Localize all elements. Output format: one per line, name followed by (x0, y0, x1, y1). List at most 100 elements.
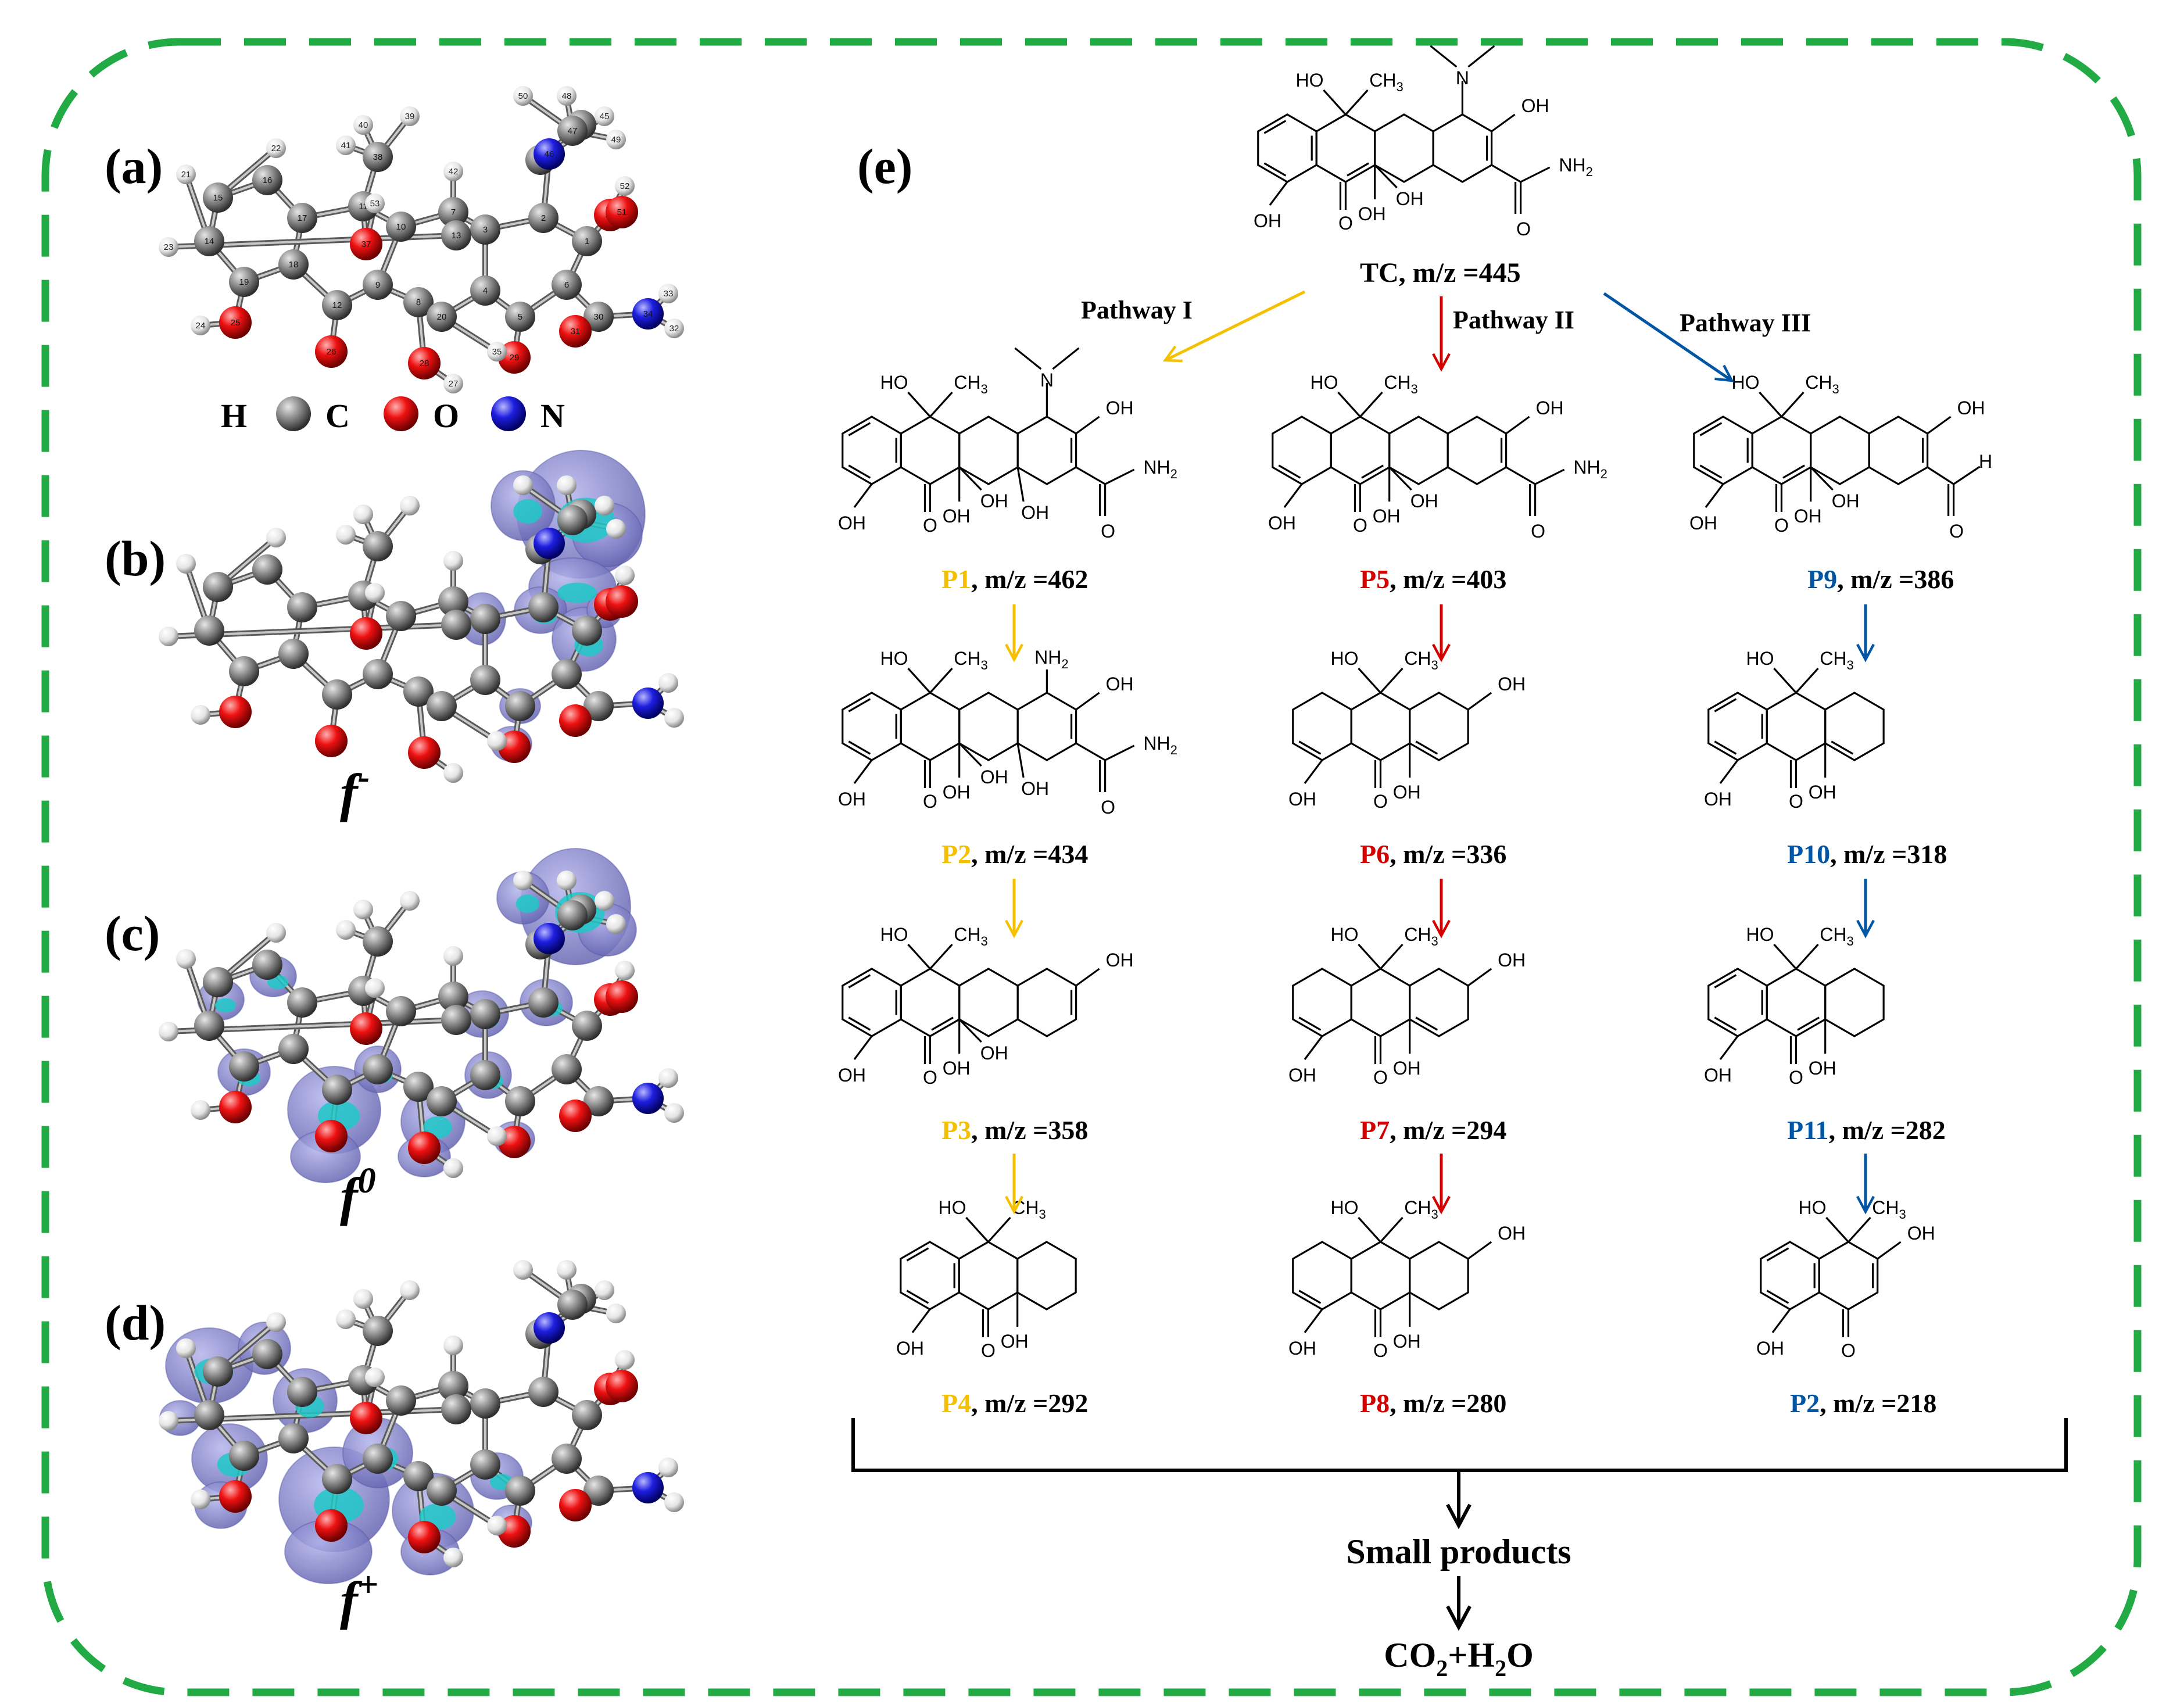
bond-line (1705, 484, 1724, 508)
double-bond (1347, 162, 1369, 177)
carbon-atom (386, 212, 416, 242)
carbon-atom (441, 1394, 471, 1424)
legend-nitrogen-ball (491, 396, 526, 431)
carbon-atom (203, 572, 233, 602)
atom-label: CH3 (1384, 372, 1417, 396)
ring-bond (1409, 1241, 1469, 1310)
double-bond (1714, 1016, 1737, 1031)
oxygen-atom (606, 1370, 638, 1402)
bond-line (1773, 943, 1797, 970)
hydrogen-atom (557, 871, 577, 890)
atom-number: 18 (289, 260, 299, 270)
carbon-atom (322, 679, 352, 710)
atom-number: 20 (437, 312, 447, 322)
bond-line (1491, 164, 1521, 183)
bond-line (1927, 466, 1954, 485)
ring-bond (1350, 692, 1411, 761)
legend-oxygen-ball (384, 396, 418, 431)
hydrogen-atom (487, 1516, 507, 1535)
bond-line (1534, 468, 1565, 485)
atom-label: OH (1832, 490, 1860, 511)
bond-line (929, 667, 953, 694)
hydrogen-atom (443, 551, 463, 571)
bond-line (911, 1309, 931, 1333)
bond-line (1075, 466, 1106, 485)
legend-carbon-ball (276, 396, 311, 431)
isosurface-cyan-lobe (557, 582, 597, 603)
hydrogen-atom (191, 705, 210, 725)
hydrogen-atom (191, 1100, 210, 1120)
bond-line (1380, 1216, 1404, 1243)
bond-line (1795, 667, 1819, 694)
carbon-atom (278, 1034, 309, 1064)
atom-number: 41 (341, 141, 351, 151)
carbon-atom (322, 1464, 352, 1494)
atom-number: 35 (492, 347, 502, 357)
atom-label: O (1373, 791, 1388, 812)
bond-line (1467, 692, 1492, 711)
oxygen-atom (219, 696, 252, 728)
carbon-atom (572, 615, 602, 646)
atom-label: OH (1689, 513, 1717, 533)
atom-label: OH (1498, 674, 1526, 694)
bond-line (1358, 1216, 1381, 1243)
carbon-atom (572, 1400, 602, 1430)
carbon-atom (505, 691, 535, 721)
panel-label-b: (b) (105, 531, 166, 586)
double-bond (1298, 1290, 1322, 1304)
atom-label: OH (1288, 1338, 1316, 1359)
atom-label: CH3 (1805, 372, 1839, 396)
bond-line (1467, 45, 1495, 68)
hydrogen-atom (176, 554, 196, 574)
bond-line (1337, 391, 1361, 418)
atom-label: HO (1310, 372, 1338, 393)
atom-label: OH (1756, 1338, 1784, 1359)
ring-bond (958, 416, 1019, 485)
hydrogen-atom (664, 708, 684, 728)
legend-c-label: C (325, 397, 350, 435)
carbon-atom (438, 586, 468, 617)
atom-number: 28 (420, 359, 429, 368)
hydrogen-atom (443, 1335, 463, 1355)
carbon-atom (363, 1444, 393, 1474)
atom-label: NH2 (1143, 733, 1177, 757)
oxygen-atom (219, 1091, 252, 1123)
atom-number: 12 (332, 300, 342, 310)
atom-label: CH3 (954, 648, 987, 672)
atom-label: OH (1809, 782, 1836, 803)
bond-line (1825, 1216, 1849, 1243)
carbon-atom (583, 1476, 614, 1506)
bond-line (1075, 968, 1100, 987)
atom-label: OH (838, 513, 866, 533)
ring-bond (1810, 416, 1870, 485)
atom-number: 22 (271, 144, 281, 153)
double-bond (1714, 740, 1737, 755)
atom-label: O (923, 515, 937, 536)
atom-label: OH (1393, 1058, 1421, 1079)
double-bond (1263, 120, 1287, 134)
atom-label: HO (1746, 924, 1774, 945)
atom-label: HO (938, 1197, 966, 1218)
hydrogen-atom (513, 871, 533, 890)
atom-label: O (1789, 1067, 1803, 1088)
bond-line (1269, 181, 1288, 206)
bond-line (1380, 943, 1404, 970)
carbon-atom (572, 226, 602, 256)
bond-line (1014, 347, 1042, 370)
atom-label: O (1373, 1340, 1388, 1361)
bond-line (1467, 1241, 1492, 1260)
carbon-atom (470, 665, 500, 695)
nitrogen-atom (534, 528, 565, 559)
atom-number: 2 (541, 213, 546, 223)
carbon-atom (427, 691, 457, 721)
carbon-atom (557, 1290, 588, 1320)
atom-label: HO (1731, 372, 1759, 393)
atom-label: OH (1358, 203, 1386, 224)
atom-number: 13 (452, 231, 461, 241)
carbon-atom (403, 676, 434, 707)
oxygen-atom (606, 980, 638, 1013)
atom-label: OH (1106, 398, 1134, 418)
